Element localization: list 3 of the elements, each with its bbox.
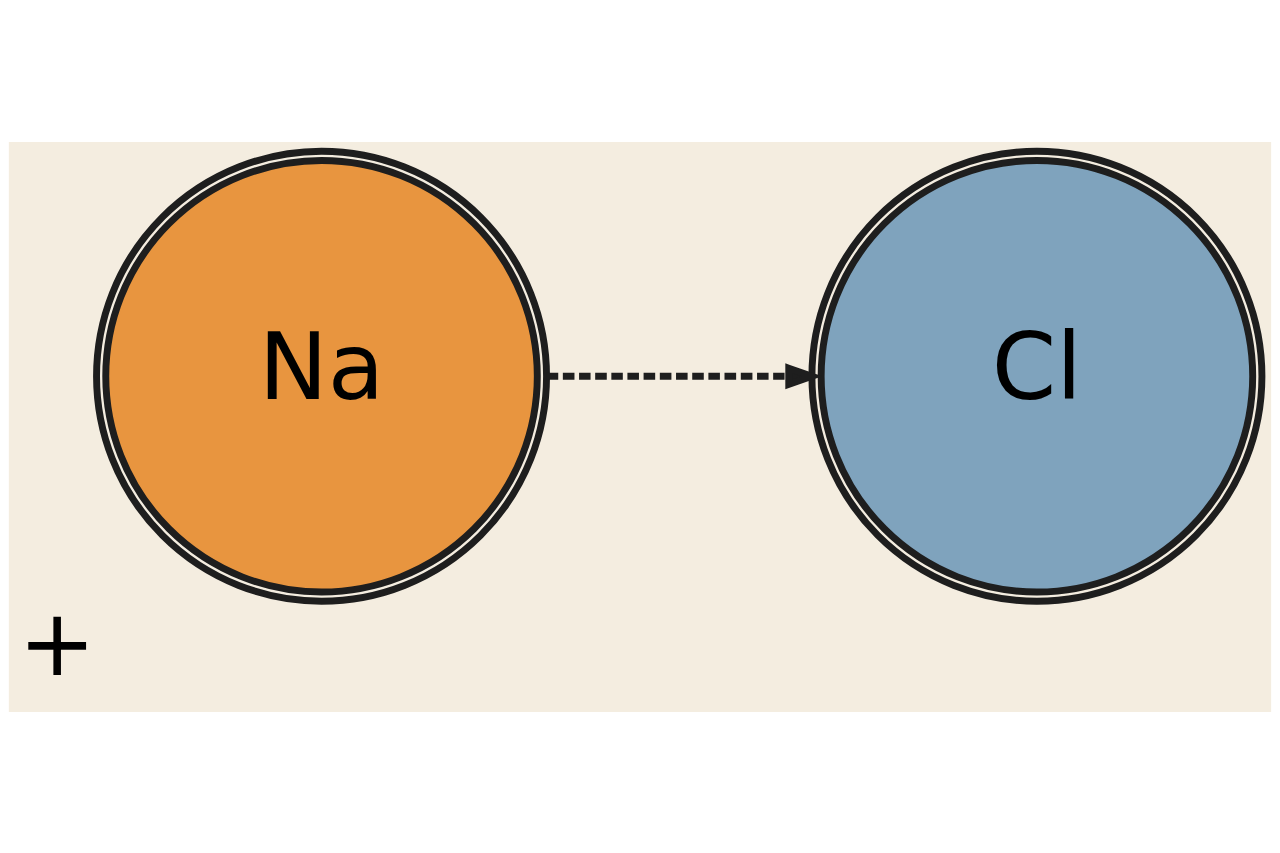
node-circle: Cl — [808, 147, 1266, 605]
node-label: + — [18, 588, 96, 697]
node-circle: Na — [93, 147, 550, 605]
